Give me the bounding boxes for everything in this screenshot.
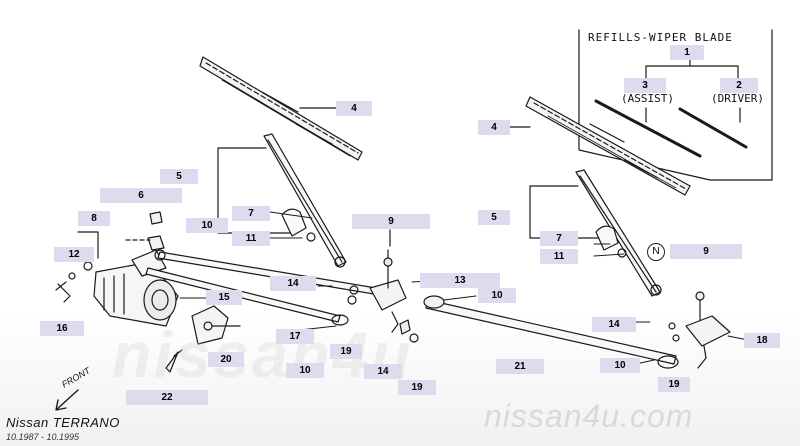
- callout-part-22[interactable]: 22: [126, 390, 208, 405]
- callout-part-10-b[interactable]: 10: [478, 288, 516, 303]
- bolt-16: [55, 281, 71, 303]
- callout-part-14-b[interactable]: 14: [364, 364, 402, 379]
- wiper-blade-right: [525, 96, 691, 196]
- callout-part-19-b[interactable]: 19: [398, 380, 436, 395]
- callout-part-10-c[interactable]: 10: [286, 363, 324, 378]
- callout-part-7-left[interactable]: 7: [232, 206, 270, 221]
- pivot-left: [369, 249, 407, 333]
- washer-12: [83, 261, 93, 271]
- callout-part-4-right[interactable]: 4: [478, 120, 510, 135]
- callout-part-10-d[interactable]: 10: [600, 358, 640, 373]
- bolt-22: [165, 349, 183, 373]
- linkage-rod-right: [423, 295, 679, 369]
- site-watermark: nissan4u.com: [484, 398, 694, 434]
- grommet-14: [399, 319, 411, 335]
- pivot-right: [685, 291, 731, 369]
- callout-part-6[interactable]: 6: [100, 188, 182, 203]
- refill-assist-label: (ASSIST): [621, 92, 674, 105]
- callout-part-3[interactable]: 3: [624, 78, 666, 93]
- callout-part-9-right[interactable]: 9: [670, 244, 742, 259]
- callout-part-12[interactable]: 12: [54, 247, 94, 262]
- washer-19-left: [347, 295, 357, 305]
- callout-part-14-c[interactable]: 14: [592, 317, 636, 332]
- refill-driver-label: (DRIVER): [711, 92, 764, 105]
- bracket-20: [191, 305, 229, 345]
- wiper-arm-left: [263, 133, 347, 268]
- callout-part-10-a[interactable]: 10: [186, 218, 228, 233]
- linkage-rod-left: [145, 249, 389, 326]
- wiper-blade-left: [199, 56, 363, 161]
- refill-box-frame: [578, 29, 773, 181]
- callout-part-4-left[interactable]: 4: [336, 101, 372, 116]
- arm-nut-right: [617, 248, 627, 258]
- callout-part-7-right[interactable]: 7: [540, 231, 578, 246]
- callout-part-5-left[interactable]: 5: [160, 169, 198, 184]
- callout-part-19-c[interactable]: 19: [658, 377, 690, 392]
- wiper-arm-right: [575, 169, 662, 297]
- callout-part-5-right[interactable]: 5: [478, 210, 510, 225]
- callout-part-11-right[interactable]: 11: [540, 249, 578, 264]
- arm-cap-right: [595, 225, 619, 251]
- watermark: nissan4u: [112, 319, 414, 391]
- callout-part-21[interactable]: 21: [496, 359, 544, 374]
- vehicle-model: Nissan TERRANO: [6, 415, 120, 430]
- callout-part-14-a[interactable]: 14: [270, 276, 316, 291]
- nut-14-right: [668, 322, 676, 330]
- arm-nut-left: [306, 232, 316, 242]
- callout-part-15[interactable]: 15: [206, 290, 242, 305]
- callout-part-20[interactable]: 20: [208, 352, 244, 367]
- bracket-8: [77, 231, 99, 259]
- refill-strip-driver: [678, 107, 748, 149]
- callout-part-19-a[interactable]: 19: [330, 344, 362, 359]
- callout-part-1[interactable]: 1: [670, 45, 704, 60]
- washer-19-right: [672, 334, 680, 342]
- front-arrow-icon: [55, 389, 79, 411]
- callout-part-16[interactable]: 16: [40, 321, 84, 336]
- refill-title: REFILLS-WIPER BLADE: [588, 31, 733, 44]
- callout-part-13[interactable]: 13: [420, 273, 500, 288]
- callout-part-18[interactable]: 18: [744, 333, 780, 348]
- refill-strip-assist: [594, 99, 702, 158]
- callout-part-17[interactable]: 17: [276, 329, 314, 344]
- bushing-10: [147, 235, 165, 251]
- nut-6: [149, 211, 163, 225]
- callout-part-9-left[interactable]: 9: [352, 214, 430, 229]
- note-symbol-icon: N: [647, 243, 665, 261]
- callout-part-8[interactable]: 8: [78, 211, 110, 226]
- production-dates: 10.1987 - 10.1995: [6, 432, 80, 442]
- callout-part-2[interactable]: 2: [720, 78, 758, 93]
- wiper-motor: [93, 249, 179, 327]
- nut-14-left: [349, 285, 359, 295]
- callout-part-11-left[interactable]: 11: [232, 231, 270, 246]
- washer-19-center: [409, 333, 419, 343]
- arm-cap-left: [281, 208, 307, 237]
- nut-12: [68, 272, 76, 280]
